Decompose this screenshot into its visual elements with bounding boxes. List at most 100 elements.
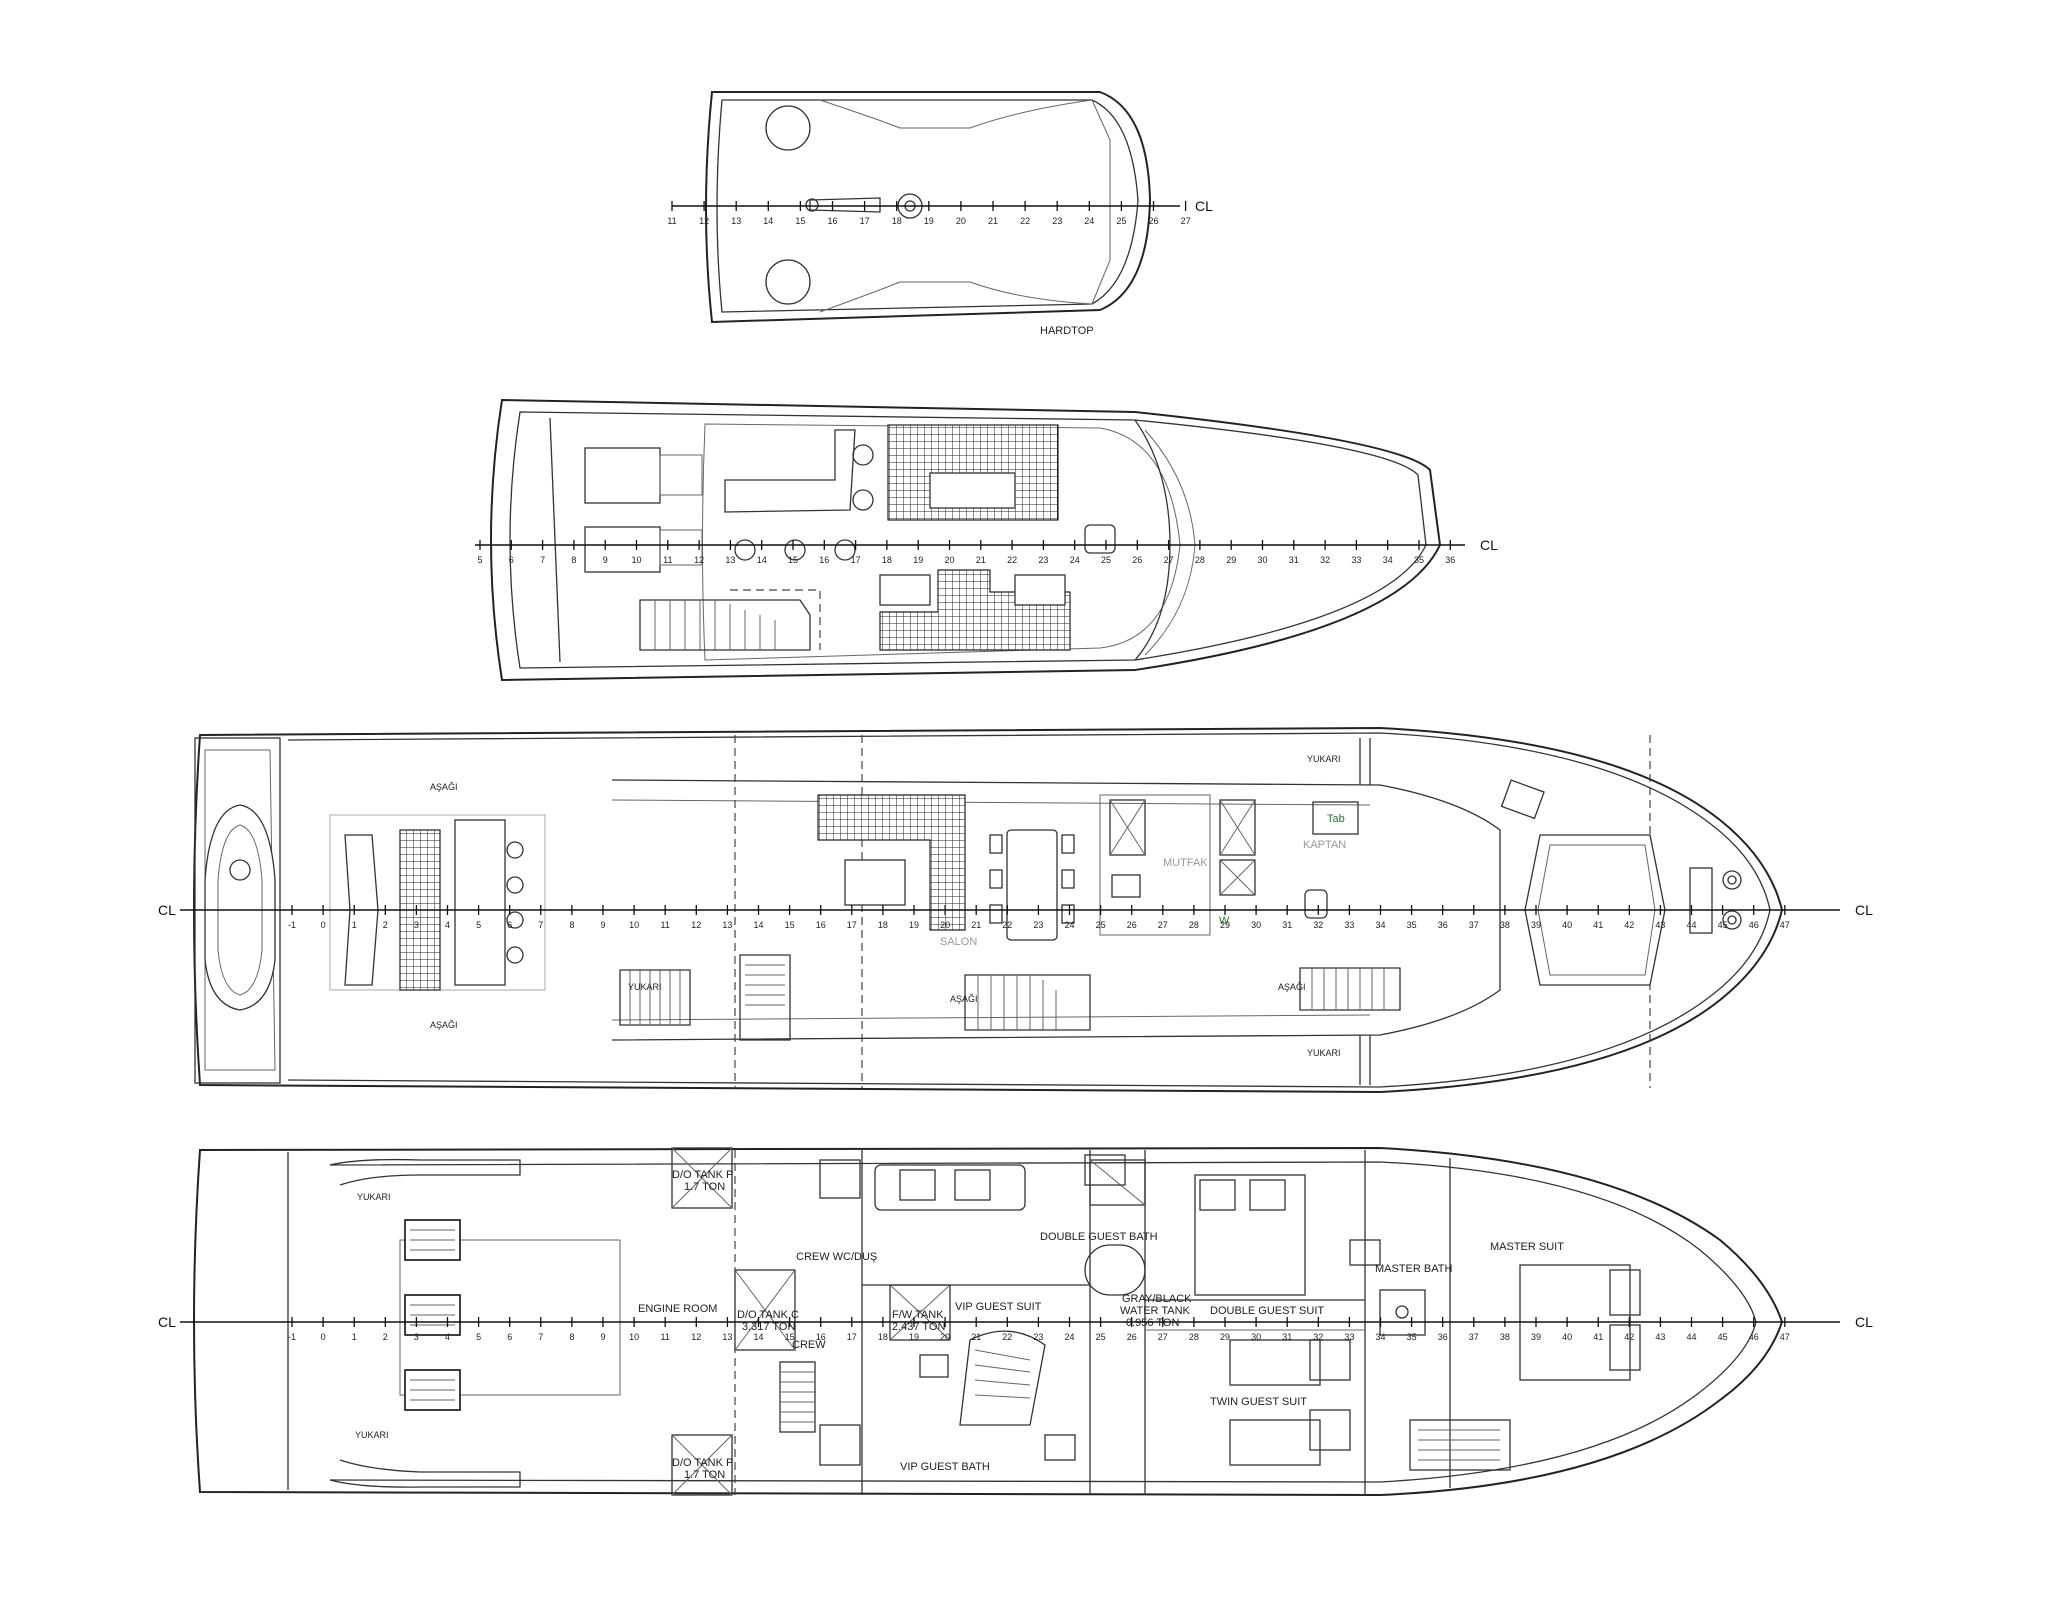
frame-number: 22 xyxy=(1002,920,1012,930)
engine-room-label: ENGINE ROOM xyxy=(638,1303,717,1315)
vip-suite-label: VIP GUEST SUIT xyxy=(955,1301,1042,1313)
up-stair-tag-5: YUKARI xyxy=(355,1430,389,1440)
frame-number: 23 xyxy=(1052,216,1062,226)
frame-number: 17 xyxy=(847,920,857,930)
frame-number: 4 xyxy=(445,920,450,930)
frame-number: 20 xyxy=(956,216,966,226)
frame-number: 45 xyxy=(1718,920,1728,930)
frame-number: 26 xyxy=(1127,920,1137,930)
frame-number: 21 xyxy=(971,1332,981,1342)
frame-number: 11 xyxy=(667,216,676,226)
frame-number: 31 xyxy=(1282,1332,1292,1342)
frame-number: 21 xyxy=(988,216,998,226)
captain-label: KAPTAN xyxy=(1303,839,1346,851)
frame-number: 31 xyxy=(1282,920,1292,930)
frame-number: 6 xyxy=(507,920,512,930)
do-tank-c-line1: D/O TANK C xyxy=(737,1309,799,1321)
frame-number: 30 xyxy=(1251,920,1261,930)
frame-number: 24 xyxy=(1084,216,1094,226)
frame-number: 32 xyxy=(1313,1332,1323,1342)
do-tank-p-bottom-line2: 1.7 TON xyxy=(684,1469,725,1481)
frame-number: 7 xyxy=(538,920,543,930)
frame-number: 28 xyxy=(1189,920,1199,930)
gray-black-line2: WATER TANK xyxy=(1120,1305,1191,1317)
frame-number: 36 xyxy=(1438,920,1448,930)
frame-number: 15 xyxy=(795,216,805,226)
frame-number: 9 xyxy=(600,1332,605,1342)
frame-number: 16 xyxy=(819,555,829,565)
frame-number: 26 xyxy=(1127,1332,1137,1342)
flybridge-view xyxy=(490,398,1442,682)
frame-number: 28 xyxy=(1195,555,1205,565)
frame-number: 35 xyxy=(1407,1332,1417,1342)
frame-number: 24 xyxy=(1070,555,1080,565)
frame-number: 25 xyxy=(1096,1332,1106,1342)
frame-number: 32 xyxy=(1313,920,1323,930)
frame-number: 7 xyxy=(538,1332,543,1342)
frame-number: 42 xyxy=(1624,920,1634,930)
galley-label: MUTFAK xyxy=(1163,857,1208,869)
frame-number: 27 xyxy=(1181,216,1191,226)
twin-suite-label: TWIN GUEST SUIT xyxy=(1210,1396,1307,1408)
frame-number: 36 xyxy=(1445,555,1455,565)
fw-tank-line1: F/W TANK xyxy=(892,1309,944,1321)
frame-number: 15 xyxy=(788,555,798,565)
frame-number: 46 xyxy=(1749,920,1759,930)
frame-number: 37 xyxy=(1469,920,1479,930)
frame-number: 46 xyxy=(1749,1332,1759,1342)
frame-number: 22 xyxy=(1020,216,1030,226)
frame-number: 34 xyxy=(1383,555,1393,565)
frame-number: 44 xyxy=(1686,1332,1696,1342)
frame-number: 19 xyxy=(924,216,934,226)
salon-label: SALON xyxy=(940,936,977,948)
frame-number: 27 xyxy=(1158,1332,1168,1342)
down-stair-tag-3: AŞAĞI xyxy=(950,994,978,1004)
frame-number: -1 xyxy=(288,920,296,930)
frame-number: 14 xyxy=(757,555,767,565)
down-stair-tag-2: AŞAĞI xyxy=(430,1020,458,1030)
frame-number: 13 xyxy=(731,216,741,226)
frame-number: 5 xyxy=(476,1332,481,1342)
frame-number: 17 xyxy=(851,555,861,565)
frame-number: 19 xyxy=(913,555,923,565)
frame-number: 45 xyxy=(1718,1332,1728,1342)
frame-number: 31 xyxy=(1289,555,1299,565)
frame-number: 8 xyxy=(569,920,574,930)
frame-number: 21 xyxy=(976,555,986,565)
frame-number: 33 xyxy=(1351,555,1361,565)
frame-number: 18 xyxy=(882,555,892,565)
do-tank-c-line2: 3.317 TON xyxy=(742,1321,795,1333)
frame-number: 0 xyxy=(321,1332,326,1342)
frame-number: 1 xyxy=(352,920,357,930)
cl-label-left: CL xyxy=(158,902,176,918)
down-stair-tag-4: AŞAĞI xyxy=(1278,982,1306,992)
frame-number: 38 xyxy=(1500,920,1510,930)
frame-number: 34 xyxy=(1375,920,1385,930)
frame-number: 44 xyxy=(1686,920,1696,930)
frame-number: 2 xyxy=(383,1332,388,1342)
frame-number: 6 xyxy=(507,1332,512,1342)
frame-number: 14 xyxy=(753,920,763,930)
frame-number: 34 xyxy=(1375,1332,1385,1342)
frame-number: 12 xyxy=(691,920,701,930)
frame-number: 11 xyxy=(661,920,670,930)
frame-number: 6 xyxy=(509,555,514,565)
frame-number: 16 xyxy=(816,1332,826,1342)
frame-number: 18 xyxy=(878,920,888,930)
double-suite-label: DOUBLE GUEST SUIT xyxy=(1210,1305,1324,1317)
frame-number: 25 xyxy=(1116,216,1126,226)
frame-number: 8 xyxy=(571,555,576,565)
frame-number: 19 xyxy=(909,920,919,930)
frame-number: 23 xyxy=(1033,920,1043,930)
up-stair-tag-2: YUKARI xyxy=(1307,754,1341,764)
frame-number: 13 xyxy=(722,920,732,930)
frame-number: 12 xyxy=(691,1332,701,1342)
frame-number: 7 xyxy=(540,555,545,565)
vip-bath-label: VIP GUEST BATH xyxy=(900,1461,990,1473)
frame-number: 18 xyxy=(892,216,902,226)
frame-number: 24 xyxy=(1064,1332,1074,1342)
down-stair-tag-1: AŞAĞI xyxy=(430,782,458,792)
frame-number: 4 xyxy=(445,1332,450,1342)
